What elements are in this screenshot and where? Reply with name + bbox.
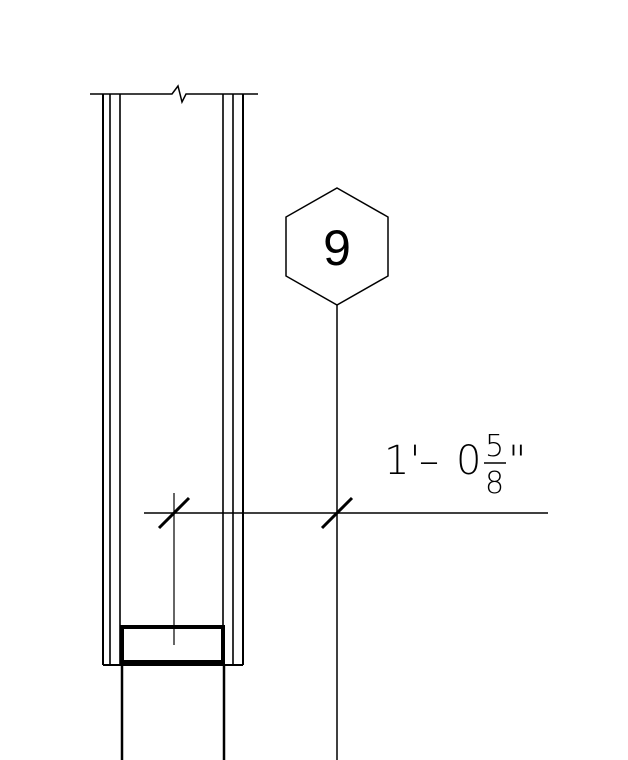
break-line: [90, 84, 258, 105]
dimension-feet: 1': [384, 438, 420, 484]
dimension-inch-mark: ": [508, 438, 526, 484]
column-right-wall: [222, 94, 244, 665]
base-plate: [120, 625, 225, 664]
dimension-separator: –: [419, 438, 439, 484]
column-left-wall: [102, 94, 121, 665]
grid-tag-number: 9: [323, 220, 351, 276]
dimension-fraction-numerator: 5: [485, 429, 504, 464]
dimension-inches: 0: [456, 438, 481, 484]
dimension-text: 1' – 0 5 8 ": [384, 429, 526, 501]
dimension-fraction-denominator: 8: [485, 466, 504, 501]
grid-tag-hexagon: [285, 187, 389, 306]
